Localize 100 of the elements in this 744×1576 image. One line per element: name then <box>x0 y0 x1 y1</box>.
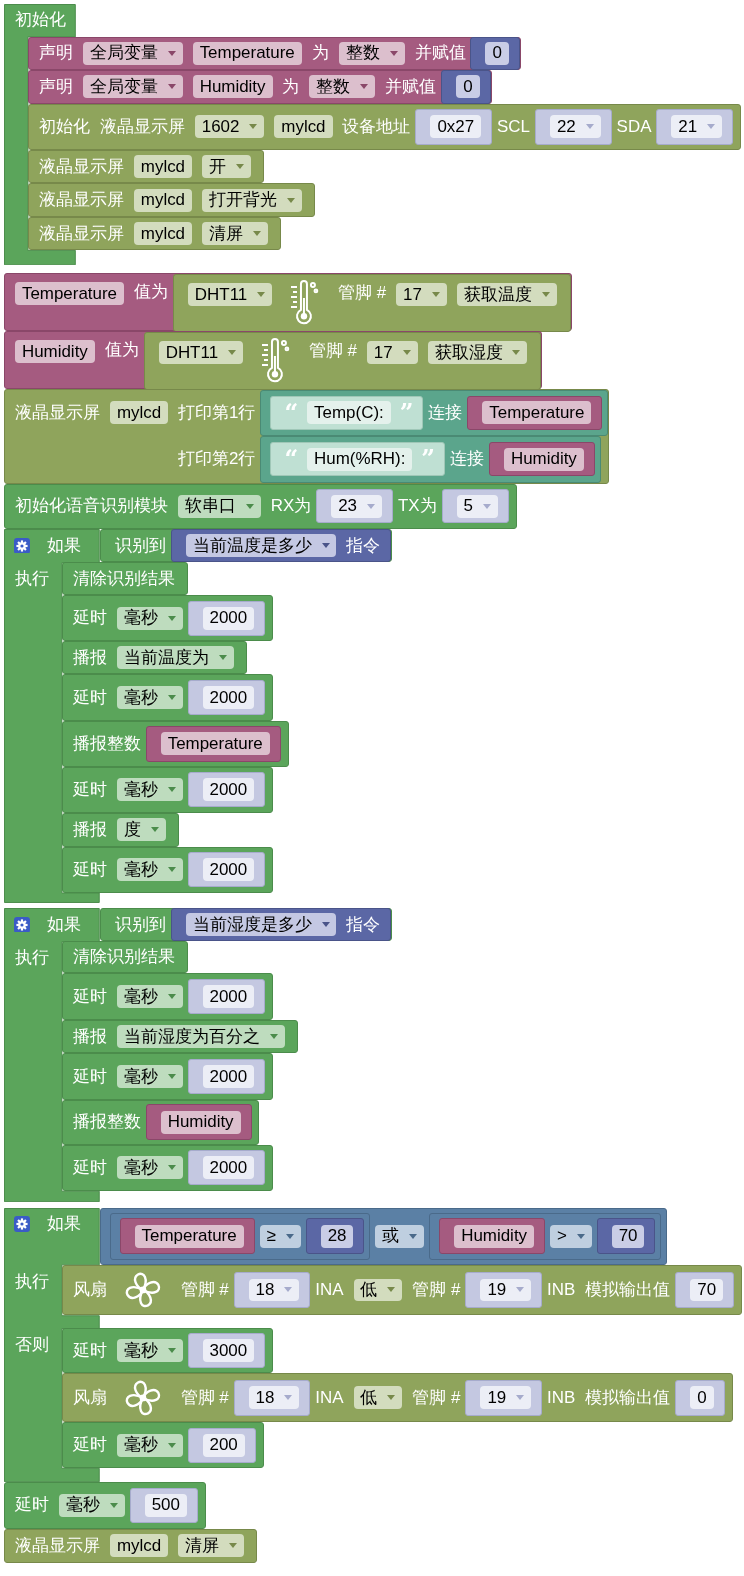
block-label: 执行 <box>14 948 49 969</box>
variable-field: Temperature <box>14 282 124 306</box>
variable-block <box>489 442 595 477</box>
dropdown-field: 获取湿度 <box>427 341 528 364</box>
text-field: Hum(%RH): <box>307 447 413 471</box>
number-block <box>470 36 520 70</box>
block-label: 风扇 <box>72 1387 107 1408</box>
number-field: 70 <box>690 1278 724 1302</box>
statement-block <box>4 1528 257 1563</box>
block-label: INA <box>315 1387 344 1408</box>
number-block <box>415 108 493 145</box>
block-label: 初始化 <box>14 10 66 31</box>
text-field: mylcd <box>133 155 192 178</box>
number-field: 70 <box>611 1224 645 1248</box>
block-label: 管脚 # <box>412 1280 461 1300</box>
dropdown-field: 当前湿度是多少 <box>185 913 337 936</box>
dropdown-field: DHT11 <box>187 283 273 307</box>
dropdown-field: 17 <box>396 283 447 307</box>
text-block <box>270 395 424 430</box>
statement-block <box>61 846 274 893</box>
block-label: 管脚 # <box>180 1387 229 1408</box>
dropdown-field: ≥ <box>259 1224 301 1248</box>
block-label: 执行 <box>14 1271 49 1292</box>
block-label: INA <box>315 1280 344 1300</box>
statement-block <box>61 1053 274 1100</box>
text-field: mylcd <box>274 115 333 139</box>
dropdown-field: 度 <box>116 818 166 842</box>
quote-mark: “ <box>284 450 299 471</box>
dropdown-field: 整数 <box>338 41 405 65</box>
number-field: 2000 <box>202 1065 255 1089</box>
statement-block <box>61 766 274 813</box>
statement-block <box>61 812 179 847</box>
dropdown-field: 低 <box>353 1278 403 1302</box>
number-block <box>535 108 612 145</box>
text-field: mylcd <box>133 222 192 246</box>
variable-field: Humidity <box>14 340 95 363</box>
block-label: SCL <box>497 116 530 137</box>
block-label: 管脚 # <box>337 283 387 304</box>
command-block <box>170 907 392 942</box>
block-label: 指令 <box>346 914 381 935</box>
block-label: 延时 <box>72 1066 107 1087</box>
dropdown-field: 22 <box>549 115 601 139</box>
block-label: 管脚 # <box>308 341 357 361</box>
block-label: 延时 <box>72 687 107 708</box>
variable-field: Humidity <box>454 1224 535 1248</box>
number-block <box>596 1218 656 1255</box>
block-label: 延时 <box>72 779 107 800</box>
dropdown-field: 23 <box>331 494 382 518</box>
number-field: 0 <box>485 41 509 65</box>
dropdown-field: 全局变量 <box>82 75 183 99</box>
block-label: 为 <box>311 43 329 64</box>
text-field: mylcd <box>109 401 169 425</box>
number-block <box>187 680 266 716</box>
number-field: 2000 <box>202 985 255 1009</box>
block-label: 设备地址 <box>342 116 411 137</box>
number-block <box>233 1272 311 1308</box>
statement-block <box>61 941 188 974</box>
number-block <box>305 1218 365 1255</box>
text-field: Temp(C): <box>307 401 391 425</box>
block-label: 延时 <box>72 986 107 1007</box>
dropdown-field: 5 <box>456 494 498 518</box>
dropdown-field: 当前温度为 <box>116 646 234 670</box>
statement-block <box>4 388 610 484</box>
logic-block <box>99 1207 668 1265</box>
compare-block <box>109 1212 371 1260</box>
block-label: 延时 <box>72 1157 107 1178</box>
block-label: 液晶显示屏 <box>38 223 124 244</box>
condition-block <box>99 528 393 563</box>
dropdown-field: 或 <box>375 1224 425 1248</box>
number-field: 2000 <box>202 686 255 710</box>
dropdown-field: 毫秒 <box>116 1065 183 1089</box>
statement-block <box>27 69 492 104</box>
text-field: Temperature <box>192 41 302 65</box>
block-label: 延时 <box>72 1340 107 1361</box>
statement-block <box>61 1100 260 1145</box>
block-label: 播报 <box>72 1026 107 1047</box>
block-label: 连接 <box>428 402 463 423</box>
command-block <box>170 528 392 563</box>
dropdown-field: 毫秒 <box>58 1493 125 1517</box>
block-label: 清除识别结果 <box>72 947 175 968</box>
number-field: 2000 <box>202 778 255 802</box>
statement-block <box>4 1481 206 1529</box>
dropdown-field: 毫秒 <box>116 606 183 630</box>
number-field: 0 <box>456 75 480 99</box>
number-block <box>233 1379 311 1416</box>
dropdown-field: 18 <box>248 1278 300 1302</box>
block-label: 如果 <box>46 914 81 935</box>
variable-block <box>145 1104 252 1141</box>
statement-block <box>61 1144 274 1191</box>
number-field: 2000 <box>202 1156 255 1180</box>
sensor-block <box>172 274 571 333</box>
block-label: 液晶显示屏 <box>14 1535 100 1556</box>
number-field: 2000 <box>202 858 255 882</box>
dropdown-field: 全局变量 <box>82 41 183 65</box>
dropdown-field: 清屏 <box>202 222 268 246</box>
block-label: 执行 <box>14 569 49 590</box>
block-label: 播报 <box>72 819 107 840</box>
number-block <box>187 1150 266 1186</box>
dropdown-field: 低 <box>353 1386 403 1410</box>
statement-block <box>4 483 517 529</box>
